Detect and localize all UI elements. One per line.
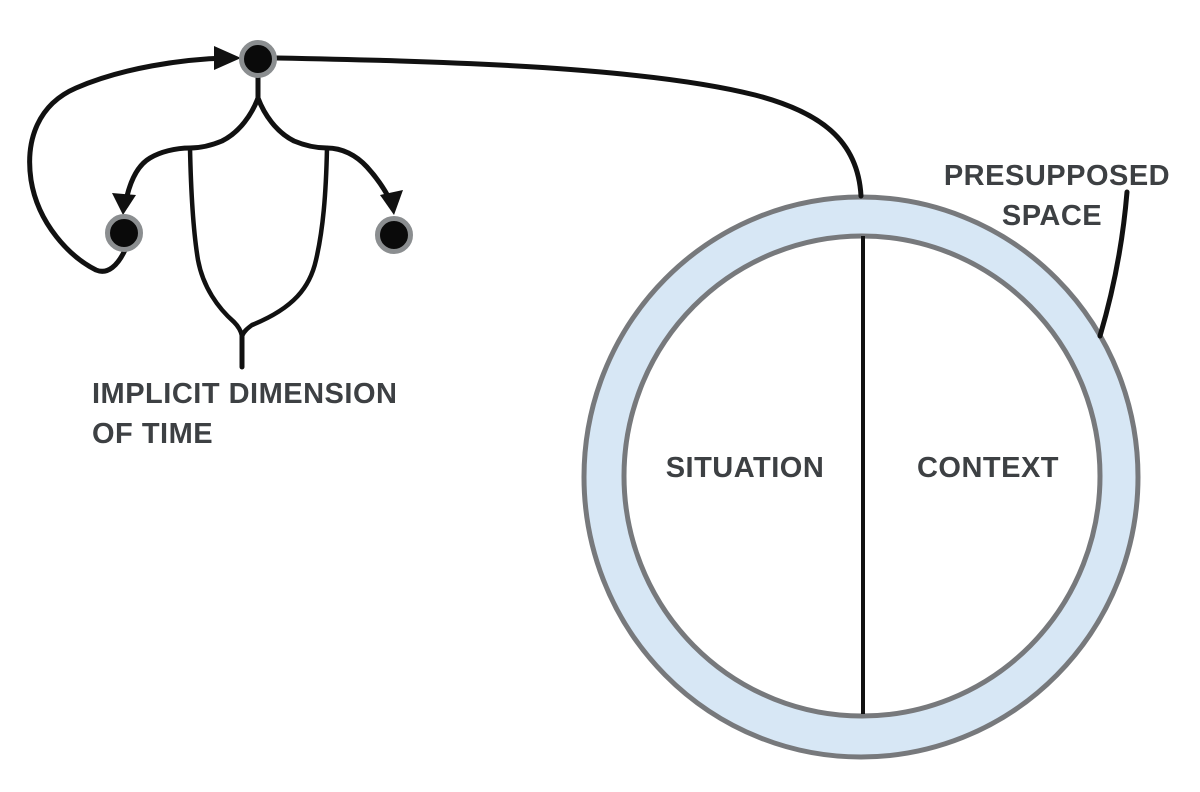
- situation-label: SITUATION: [666, 452, 825, 484]
- time-vase-right-curve: [239, 145, 330, 339]
- implicit-dimension-label-line1: IMPLICIT DIMENSION: [92, 378, 397, 410]
- top-node: [239, 40, 277, 78]
- arrowhead-into-left-node: [112, 193, 136, 215]
- lower-right-node: [375, 216, 413, 254]
- arrowhead-into-right-node: [380, 190, 403, 215]
- presupposed-space-label-line1: PRESUPPOSED: [944, 160, 1170, 192]
- time-vase-left-curve: [187, 145, 245, 339]
- feedback-loop-curve: [27, 55, 231, 274]
- context-label: CONTEXT: [917, 452, 1059, 484]
- presupposed-space-label-line2: SPACE: [1002, 200, 1102, 232]
- presupposed-space-pointer-line: [1097, 189, 1130, 339]
- lower-left-node: [105, 214, 143, 252]
- implicit-dimension-label-line2: OF TIME: [92, 418, 213, 450]
- loop-arrowhead-into-top-node: [214, 46, 241, 70]
- node-to-circle-curve: [274, 55, 864, 199]
